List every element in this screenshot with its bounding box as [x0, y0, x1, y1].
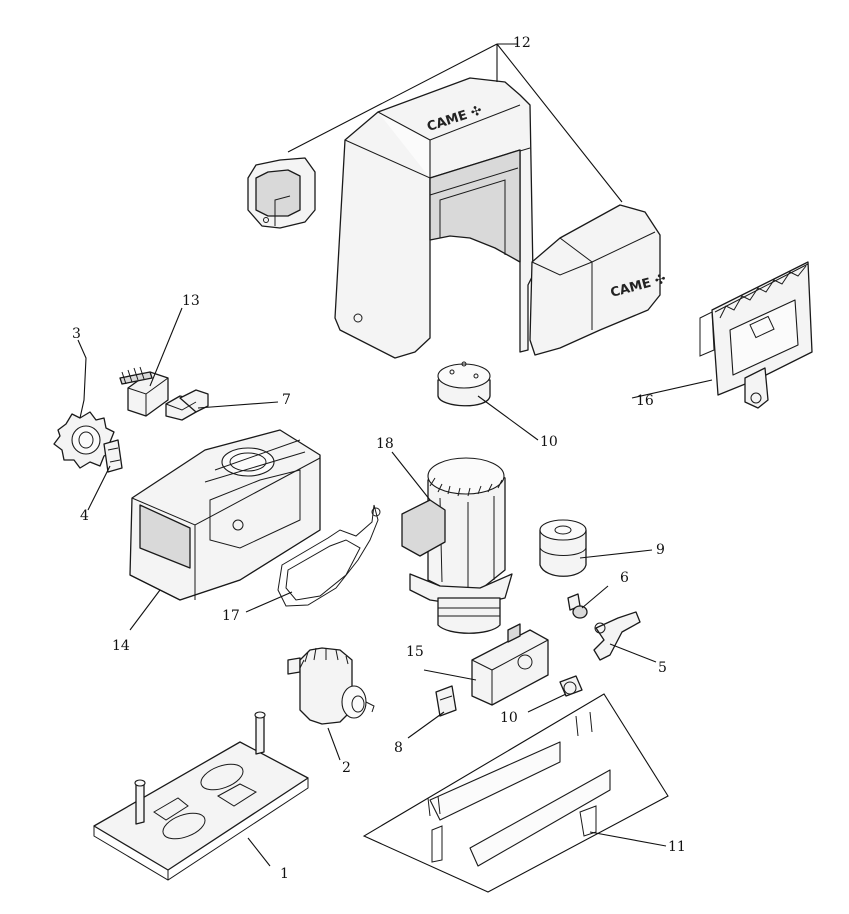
- gasket: [277, 504, 381, 607]
- callout-12: 12: [513, 35, 531, 51]
- assembly-frame-11: [362, 693, 669, 893]
- callout-3: 3: [72, 326, 81, 342]
- right-side-cover: CAME ✣: [529, 204, 668, 356]
- callout-15: 15: [406, 644, 424, 660]
- bushing: [559, 675, 583, 697]
- leader-lines: [77, 43, 713, 867]
- release-lever: [593, 611, 641, 661]
- callout-1: 1: [280, 866, 289, 882]
- control-board-bracket: [699, 261, 813, 409]
- callout-13: 13: [182, 293, 200, 309]
- main-cover: CAME ✣: [334, 77, 534, 359]
- callout-17: 17: [222, 608, 240, 624]
- callout-5: 5: [658, 660, 667, 676]
- output-gear: [287, 647, 375, 725]
- pulley: [539, 519, 587, 577]
- callout-16: 16: [636, 393, 654, 409]
- callout-8: 8: [394, 740, 403, 756]
- motor: [401, 457, 513, 634]
- callout-14: 14: [112, 638, 130, 654]
- connector: [435, 685, 457, 717]
- limit-switch: [119, 366, 169, 417]
- callout-6: 6: [620, 570, 629, 586]
- left-side-cover: [247, 157, 316, 229]
- callout-10-top: 10: [540, 434, 558, 450]
- mounting-brackets: [427, 711, 611, 867]
- callout-4: 4: [80, 508, 89, 524]
- top-cap: [437, 361, 491, 407]
- callout-2: 2: [342, 760, 351, 776]
- screw-with-washer: [567, 593, 588, 619]
- callout-7: 7: [282, 392, 291, 408]
- callout-9: 9: [656, 542, 665, 558]
- control-box: [471, 623, 549, 706]
- callout-18: 18: [376, 436, 394, 452]
- terminal-block: [165, 389, 209, 421]
- callout-11: 11: [668, 839, 686, 855]
- pinion-gear: [53, 411, 115, 469]
- retaining-clip: [103, 439, 123, 473]
- callout-labels: 12 13 3 7 16 10 18 4 9 6 17 14 15 5 10 8…: [72, 35, 686, 882]
- gearbox-housing: [129, 429, 321, 601]
- base-plate: [93, 711, 309, 881]
- callout-10-bottom: 10: [500, 710, 518, 726]
